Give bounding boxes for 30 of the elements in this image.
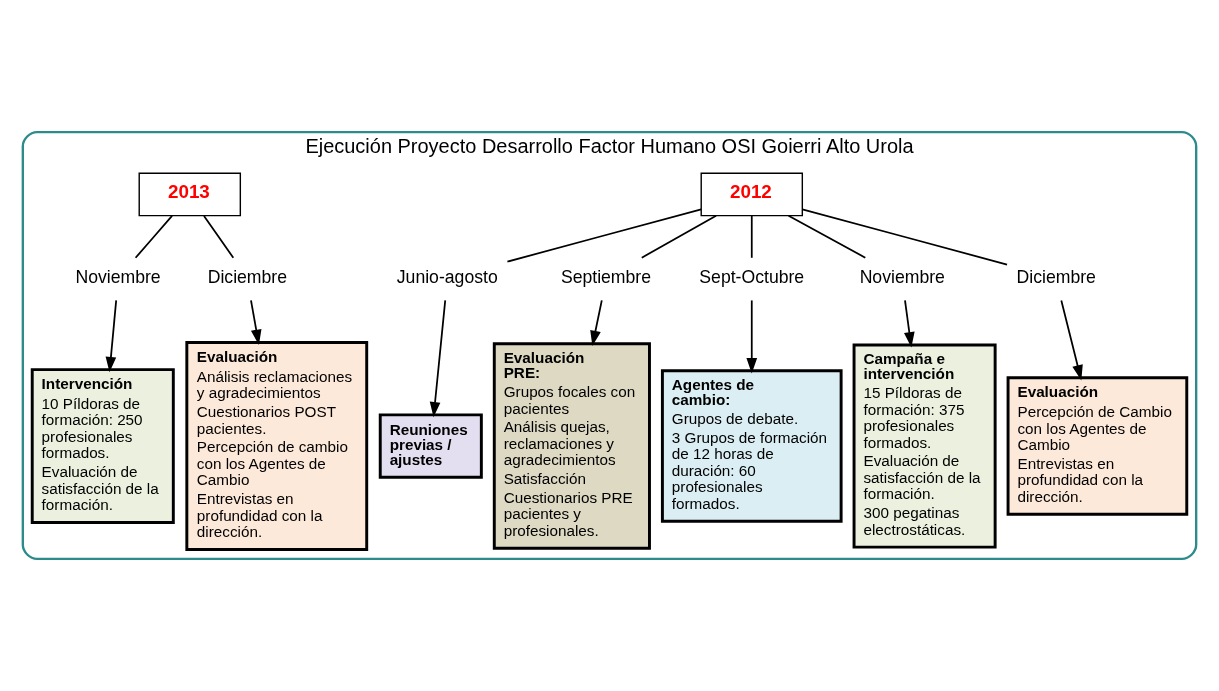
connector [750,215,753,259]
connector [640,214,717,259]
connector [203,215,235,259]
node-box: Agentes de cambio: Grupos de debate. 3 Grupos de formación de 12 horas de duración: 60 profesionales formados. [660,369,843,523]
connector [801,208,1008,266]
node-box: Evaluación Análisis reclamaciones y agradecimientos Cuestionarios POST pacientes. Percepción de cambio con los Agentes de Cambio Entrevistas en profundidad con la dirección. [185,341,369,551]
arrow [590,299,603,346]
arrow [746,299,758,374]
node-text: Diciembre [207,267,288,288]
arrow [250,299,262,345]
node-box: Campaña e intervención 15 Píldoras de formación: 375 profesionales formados. Evaluación de satisfacción de la formación. 300 pegatinas electrostáticas. [852,343,997,549]
node-box: Reuniones previas / ajustes [378,413,483,479]
connector [506,208,702,263]
node-text: Diciembre [1016,267,1096,288]
arrow [904,299,915,348]
arrow [1060,299,1083,381]
node-box: Evaluación Percepción de Cambio con los Agentes de Cambio Entrevistas en profundidad con la dirección. [1006,376,1189,516]
connector [787,214,867,259]
node-box: 2013 [138,172,242,217]
arrow [105,299,118,373]
connector [134,215,173,259]
arrow [429,299,447,418]
node-text: Noviembre [75,267,161,288]
node-text: Junio-agosto [396,267,498,288]
node-box: Intervención 10 Píldoras de formación: 250 profesionales formados. Evaluación de satisfacción de la formación. [30,368,175,524]
node-box: Evaluación PRE: Grupos focales con pacientes Análisis quejas, reclamaciones y agradecimientos Satisfacción Cuestionarios PRE pacientes y profesionales. [492,342,651,550]
node-text: Septiembre [560,267,652,288]
node-text: Sept-Octubre [699,267,805,288]
node-box: 2012 [700,172,804,217]
node-text: Noviembre [859,267,945,288]
